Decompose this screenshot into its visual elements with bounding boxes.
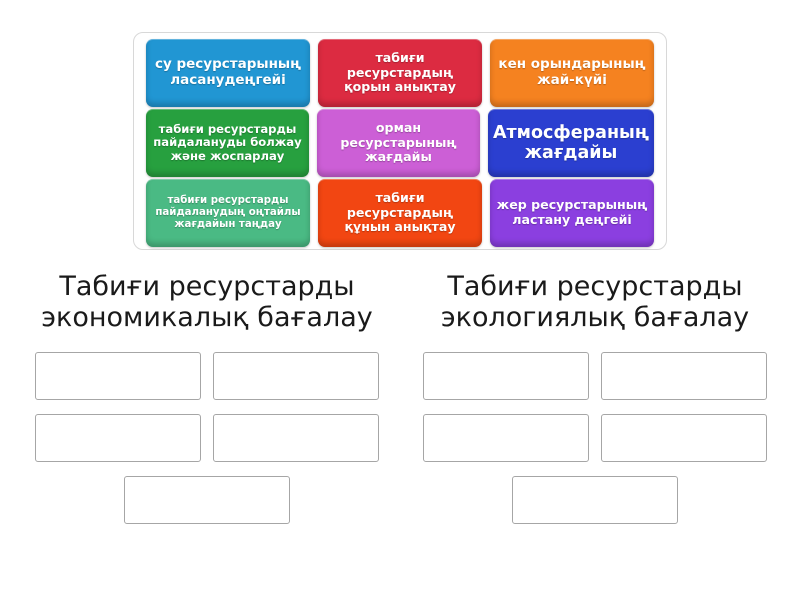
dropzone-grid-ecological xyxy=(400,351,790,524)
dropzone-grid-economic xyxy=(12,351,402,524)
dropzone-economic-3[interactable] xyxy=(35,413,201,462)
tile-label: табиғи ресурстардың қорын анықтау xyxy=(344,50,456,95)
category-title-economic: Табиғи ресурстарды экономикалық бағалау xyxy=(41,271,373,333)
tile-label: табиғи ресурстардың құнын анықтау xyxy=(344,190,456,235)
category-column-economic: Табиғи ресурстарды экономикалық бағалау xyxy=(12,271,402,524)
draggable-tile-4[interactable]: табиғи ресурстарды пайдалануды болжау жә… xyxy=(146,109,309,177)
draggable-tile-6[interactable]: Атмосфераның жағдайы xyxy=(488,109,655,177)
tile-row: табиғи ресурстарды пайдаланудың оңтайлы … xyxy=(142,179,658,247)
draggable-tile-8[interactable]: табиғи ресурстардың құнын анықтау xyxy=(318,179,482,247)
tile-row: табиғи ресурстарды пайдалануды болжау жә… xyxy=(142,109,658,177)
draggable-tile-7[interactable]: табиғи ресурстарды пайдаланудың оңтайлы … xyxy=(146,179,310,247)
dropzone-ecological-3[interactable] xyxy=(423,413,589,462)
draggable-tile-3[interactable]: кен орындарының жай-күйі xyxy=(490,39,654,107)
draggable-tile-2[interactable]: табиғи ресурстардың қорын анықтау xyxy=(318,39,482,107)
category-column-ecological: Табиғи ресурстарды экологиялық бағалау xyxy=(400,271,790,524)
dropzone-economic-2[interactable] xyxy=(213,351,379,400)
tile-label: орман ресурстарының жағдайы xyxy=(340,120,457,165)
dropzone-economic-4[interactable] xyxy=(213,413,379,462)
dropzone-ecological-4[interactable] xyxy=(601,413,767,462)
tile-label: су ресурстарының ласанудеңгейі xyxy=(154,56,302,88)
tile-label: жер ресурстарының ластану деңгейі xyxy=(496,197,648,227)
draggable-tiles-tray: су ресурстарының ласанудеңгейі табиғи ре… xyxy=(133,32,667,250)
dropzone-economic-1[interactable] xyxy=(35,351,201,400)
tile-label: табиғи ресурстарды пайдаланудың оңтайлы … xyxy=(155,195,301,230)
dropzone-ecological-2[interactable] xyxy=(601,351,767,400)
dropzone-economic-5[interactable] xyxy=(124,475,290,524)
tile-row: су ресурстарының ласанудеңгейі табиғи ре… xyxy=(142,39,658,107)
draggable-tile-9[interactable]: жер ресурстарының ластану деңгейі xyxy=(490,179,654,247)
draggable-tile-5[interactable]: орман ресурстарының жағдайы xyxy=(317,109,480,177)
category-title-ecological: Табиғи ресурстарды экологиялық бағалау xyxy=(440,271,750,333)
dropzone-ecological-1[interactable] xyxy=(423,351,589,400)
tile-label: табиғи ресурстарды пайдалануды болжау жә… xyxy=(153,121,302,163)
tile-label: Атмосфераның жағдайы xyxy=(493,122,650,163)
draggable-tile-1[interactable]: су ресурстарының ласанудеңгейі xyxy=(146,39,310,107)
tile-label: кен орындарының жай-күйі xyxy=(498,56,646,88)
dropzone-ecological-5[interactable] xyxy=(512,475,678,524)
